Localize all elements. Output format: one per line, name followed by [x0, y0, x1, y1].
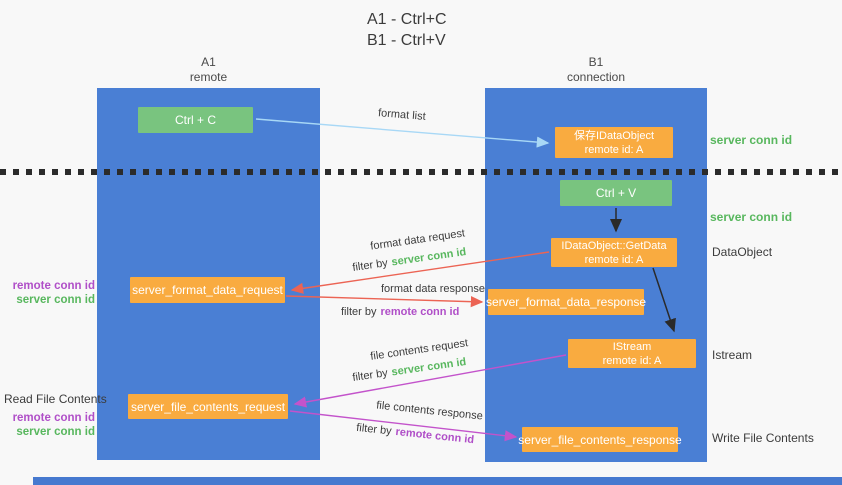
istream-side-label: Istream [712, 348, 753, 362]
left-conn-id-labels-format: remote conn id server conn id [12, 279, 95, 307]
title-line-b1: B1 - Ctrl+V [367, 32, 446, 49]
file-contents-response-edge-label: file contents response [375, 399, 484, 423]
lifeline-b1-id: B1 [588, 55, 604, 69]
getdata-node: IDataObject::GetData remote id: A [551, 238, 677, 267]
save-idataobject-node: 保存IDataObject remote id: A [555, 127, 673, 158]
server-conn-id-text: server conn id [390, 246, 467, 269]
bottom-blue-strip [33, 477, 842, 485]
diagram-title: A1 - Ctrl+C B1 - Ctrl+V [367, 9, 447, 51]
ctrl-c-label: Ctrl + C [174, 113, 216, 127]
server-file-contents-response-label: server_file_contents_response [518, 432, 682, 447]
lifeline-header-a1: A1 remote [97, 55, 320, 85]
getdata-line1: IDataObject::GetData [561, 239, 667, 252]
server-conn-id-text: server conn id [390, 356, 467, 379]
server-format-data-response-node: server_format_data_response [485, 289, 647, 315]
filter-by-text: filter by [355, 421, 393, 438]
server-file-contents-response-node: server_file_contents_response [518, 427, 682, 452]
ctrl-v-label: Ctrl + V [595, 186, 637, 200]
server-conn-id-side-label-mid: server conn id [710, 210, 793, 224]
remote-conn-id-text: remote conn id [380, 306, 460, 318]
lifeline-a1-role: remote [189, 70, 228, 84]
write-file-contents-label: Write File Contents [712, 431, 814, 445]
ctrl-c-node: Ctrl + C [138, 107, 253, 133]
server-format-data-request-label: server_format_data_request [132, 283, 283, 297]
save-idataobject-line1: 保存IDataObject [573, 129, 655, 142]
filter-by-text: filter by [351, 257, 389, 274]
server-conn-id-side-label-top: server conn id [710, 133, 793, 147]
server-conn-id-side-label-left-1: server conn id [16, 294, 95, 306]
save-idataobject-line2: remote id: A [584, 143, 644, 156]
getdata-line2: remote id: A [584, 253, 644, 266]
left-conn-id-labels-file: remote conn id server conn id [12, 411, 95, 439]
ctrl-v-node: Ctrl + V [560, 180, 672, 206]
server-file-contents-request-node: server_file_contents_request [128, 394, 288, 419]
format-data-response-edge-label: format data response [381, 283, 485, 295]
filter-by-text: filter by [351, 367, 389, 384]
server-format-data-request-node: server_format_data_request [130, 277, 285, 303]
remote-conn-id-side-label-1: remote conn id [12, 280, 95, 292]
server-file-contents-request-label: server_file_contents_request [130, 399, 286, 414]
remote-conn-id-text: remote conn id [394, 425, 475, 447]
dataobject-side-label: DataObject [712, 245, 773, 259]
copy-paste-separator-line [0, 169, 842, 175]
istream-line1: IStream [612, 340, 652, 353]
istream-node: IStream remote id: A [568, 339, 696, 368]
read-file-contents-label: Read File Contents [4, 392, 107, 406]
format-list-edge-label: format list [377, 107, 427, 123]
lifeline-b1-role: connection [566, 70, 626, 84]
lifeline-header-b1: B1 connection [485, 55, 707, 85]
istream-line2: remote id: A [602, 354, 662, 367]
server-conn-id-side-label-left-2: server conn id [16, 426, 95, 438]
server-format-data-response-label: server_format_data_response [485, 295, 647, 309]
title-line-a1: A1 - Ctrl+C [367, 11, 447, 28]
lifeline-a1-id: A1 [201, 55, 216, 69]
filter-by-text: filter by [341, 306, 377, 318]
remote-conn-id-side-label-2: remote conn id [12, 412, 95, 424]
